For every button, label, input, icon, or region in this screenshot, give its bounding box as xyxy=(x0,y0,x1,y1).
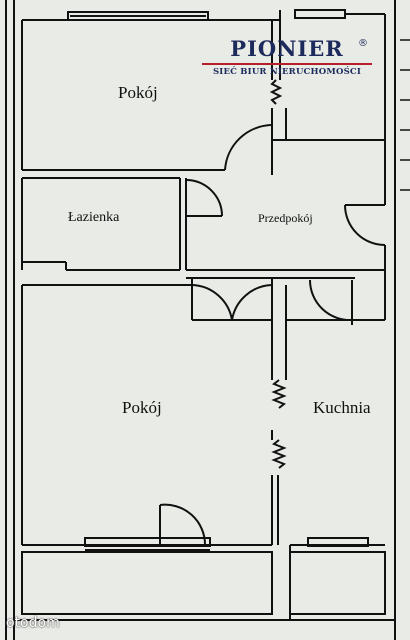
door-arc-pokoj-bottom-a xyxy=(191,284,233,321)
room-label-pokoj-top: Pokój xyxy=(118,83,158,102)
pionier-logo: PIONIER ® SIEĆ BIUR NIERUCHOMOŚCI xyxy=(198,36,376,90)
sliding-door-middle xyxy=(271,379,287,409)
bottom-window-left xyxy=(84,537,211,547)
door-arc-lazienka xyxy=(185,179,223,217)
balcony-left xyxy=(21,551,273,615)
door-arc-pokoj-top xyxy=(224,124,273,171)
logo-tagline: SIEĆ BIUR NIERUCHOMOŚCI xyxy=(212,67,362,77)
top-right-window xyxy=(294,9,346,19)
sliding-door-top xyxy=(269,79,283,105)
bottom-window-right xyxy=(307,537,369,547)
otodom-watermark: otodom xyxy=(6,615,60,631)
room-label-kuchnia: Kuchnia xyxy=(313,398,371,417)
logo-brand: PIONIER xyxy=(230,36,344,61)
right-edge-ticks xyxy=(400,39,410,191)
registered-mark: ® xyxy=(358,38,368,49)
top-window xyxy=(67,11,209,21)
door-arc-hall-right xyxy=(344,204,386,246)
room-label-przedpokoj: Przedpokój xyxy=(258,211,313,225)
sliding-door-lower xyxy=(271,439,287,469)
logo-divider xyxy=(202,63,372,65)
door-arc-pokoj-bottom-b xyxy=(231,284,273,321)
balcony-right xyxy=(289,551,386,615)
room-label-pokoj-bottom: Pokój xyxy=(122,398,162,417)
door-arc-kuchnia xyxy=(308,279,353,322)
room-label-lazienka: Łazienka xyxy=(68,210,120,225)
